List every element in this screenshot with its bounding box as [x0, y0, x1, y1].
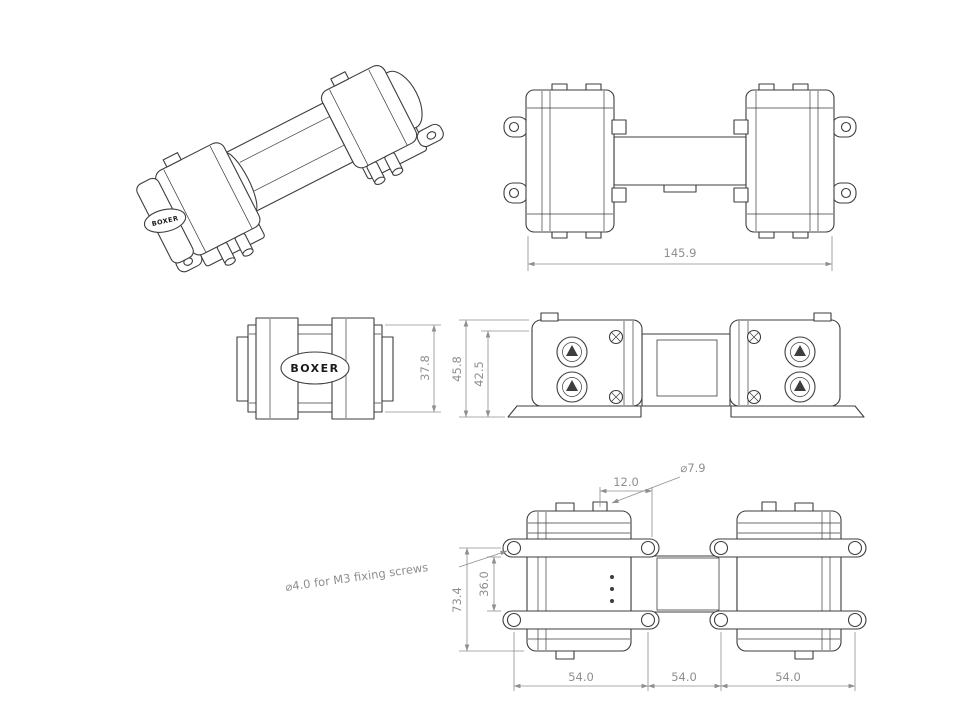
mounting-foot-left [507, 405, 642, 418]
dim-port-offset-label: 12.0 [613, 475, 639, 489]
dim-port-diameter: ⌀7.9 [611, 461, 706, 504]
dim-front-overall-height-label: 45.8 [450, 356, 464, 382]
dim-hole-pitch-3-label: 54.0 [775, 670, 801, 684]
dim-port-diameter-label: ⌀7.9 [680, 461, 705, 475]
end-cap-right [380, 336, 394, 402]
vent-holes [610, 575, 614, 603]
brand-badge-iso: BOXER [143, 208, 187, 233]
fixing-screws-note: ⌀4.0 for M3 fixing screws [284, 550, 508, 594]
brand-label-side: BOXER [290, 362, 339, 375]
dim-side-height-label: 37.8 [418, 355, 432, 381]
mounting-straps [502, 538, 867, 630]
fixing-hole [506, 612, 522, 628]
front-ports [216, 233, 254, 266]
dim-port-offset: 12.0 [599, 475, 653, 537]
clamp-tab-front-right [813, 312, 832, 322]
dim-overall-length: 145.9 [527, 236, 833, 271]
dim-hole-pitch-2-label: 54.0 [671, 670, 697, 684]
port-right-bottom [784, 371, 816, 403]
center-body-top [613, 136, 747, 186]
fixing-hole [640, 540, 656, 556]
dim-hole-pitches: 54.0 54.0 54.0 [513, 632, 856, 691]
front-view: 45.8 42.5 [450, 312, 865, 418]
fixing-hole [713, 540, 729, 556]
bottom-view: 12.0 ⌀7.9 73.4 36.0 54.0 54.0 [284, 461, 867, 691]
top-view-detail-lines [527, 91, 833, 231]
center-cutout-bottom [656, 557, 720, 611]
rear-pump-head [320, 65, 418, 169]
dim-side-height: 37.8 [385, 324, 441, 413]
center-cutout-front [656, 339, 718, 397]
dim-hole-pitch-1-label: 54.0 [568, 670, 594, 684]
fixing-screws-note-label: ⌀4.0 for M3 fixing screws [284, 560, 429, 594]
pump-head-left-bottom [526, 510, 632, 652]
mounting-ears [503, 116, 857, 204]
fixing-hole [847, 540, 863, 556]
center-body-tab [663, 184, 697, 193]
brand-badge: BOXER [280, 351, 350, 385]
dim-strap-hole-span: 73.4 [450, 547, 524, 652]
isometric-view: BOXER [136, 65, 444, 273]
pump-head-left-top [525, 89, 615, 233]
mounting-foot-right [730, 405, 865, 418]
pump-head-right-top [745, 89, 835, 233]
pump-head-right-front [729, 319, 841, 407]
screw-icons [608, 329, 762, 405]
pump-head-left-front [531, 319, 643, 407]
dim-front-body-height-label: 42.5 [472, 361, 486, 387]
side-view: BOXER 37.8 [236, 317, 441, 420]
dim-strap-hole-span-label: 73.4 [450, 587, 464, 613]
rear-ports [366, 152, 404, 185]
dim-front-body-height: 42.5 [472, 330, 529, 418]
fixing-hole [847, 612, 863, 628]
dim-overall-length-label: 145.9 [664, 246, 697, 260]
flow-arrow-icon [566, 380, 578, 391]
dim-front-overall-height: 45.8 [450, 319, 529, 418]
end-cap-left [236, 336, 250, 402]
top-view: 145.9 [503, 83, 857, 271]
port-left-top [556, 336, 588, 368]
pump-head-right-bottom [736, 510, 842, 652]
flow-arrow-icon [794, 345, 806, 356]
flow-arrow-icon [794, 380, 806, 391]
flow-arrow-icon [566, 345, 578, 356]
dim-strap-gap-label: 36.0 [477, 571, 491, 597]
port-left-bottom [556, 371, 588, 403]
fixing-hole [713, 612, 729, 628]
port-right-top [784, 336, 816, 368]
fixing-hole [506, 540, 522, 556]
clamp-band-right [331, 317, 375, 420]
dim-strap-gap: 36.0 [477, 556, 501, 612]
hinge-tabs [611, 119, 749, 203]
clamp-tab-front-left [540, 312, 559, 322]
fixing-hole [640, 612, 656, 628]
